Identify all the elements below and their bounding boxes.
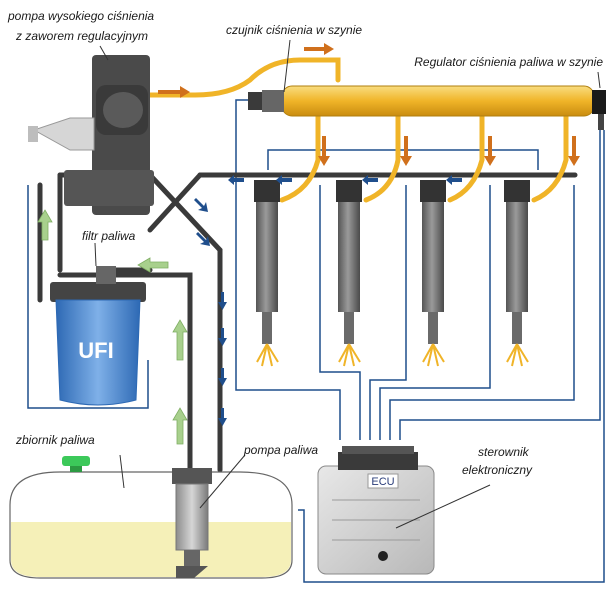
flow-arrows-low-pressure (37, 209, 188, 445)
return-lines (37, 172, 578, 473)
high-pressure-pump-icon (28, 55, 154, 215)
filter-brand-label: UFI (78, 338, 113, 363)
electrical-wires (27, 99, 605, 583)
injector-icon (504, 180, 530, 367)
injectors (254, 180, 530, 367)
hp-pump-label-line2: z zaworem regulacyjnym (15, 29, 148, 43)
flow-arrows-high-pressure (158, 43, 580, 166)
fuel-filter-label: filtr paliwa (82, 229, 136, 243)
flow-arrows-return (194, 175, 462, 426)
fuel-pump-label: pompa paliwa (243, 443, 318, 457)
ecu-icon: ECU (317, 446, 435, 575)
fuel-tank-icon (9, 456, 293, 579)
hp-pump-label-line1: pompa wysokiego ciśnienia (7, 9, 154, 23)
injector-icon (254, 180, 280, 367)
ecu-label-line2: elektroniczny (462, 463, 533, 477)
rail-sensor-label: czujnik ciśnienia w szynie (226, 23, 362, 37)
injector-icon (420, 180, 446, 367)
ecu-badge-label: ECU (371, 476, 394, 488)
ecu-label-line1: sterownik (478, 445, 530, 459)
fuel-filter-icon: UFI (50, 266, 146, 406)
fuel-tank-label: zbiornik paliwa (15, 433, 95, 447)
leader-lines (94, 39, 601, 529)
pressure-regulator-label: Regulator ciśnienia paliwa w szynie (414, 55, 603, 69)
injector-icon (336, 180, 362, 367)
common-rail (248, 85, 606, 130)
high-pressure-lines (147, 57, 569, 203)
fuel-pump-icon (172, 468, 212, 578)
